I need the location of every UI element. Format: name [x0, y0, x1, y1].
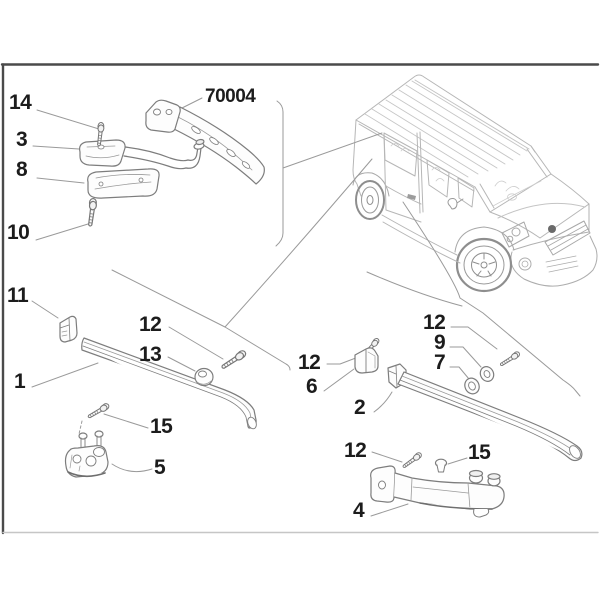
part-block-6 — [354, 347, 379, 374]
van-a-pillar — [474, 183, 495, 213]
van-locator-lines — [111, 100, 581, 397]
bolt-12a — [219, 348, 248, 372]
van-interior — [492, 180, 542, 207]
bolt-15a — [86, 401, 111, 421]
bolt-12d — [400, 451, 424, 470]
locator-line-middle — [224, 158, 373, 328]
locator-line-lower-2 — [366, 271, 463, 307]
van-bumper — [510, 235, 598, 287]
van-roof-ribs — [364, 80, 528, 178]
callout-leaders — [31, 97, 498, 517]
van-rear-edge — [352, 119, 362, 197]
van-hood — [489, 173, 590, 239]
exploded-parts — [59, 99, 583, 518]
van-roof-edge — [355, 74, 536, 153]
van-sill — [381, 214, 461, 264]
screw-15b — [434, 458, 448, 473]
van-sliding-door — [383, 131, 475, 223]
part-lower-rail-2 — [387, 363, 583, 462]
van-rear-wheel — [352, 172, 390, 220]
van-illustration — [352, 74, 598, 293]
part-plug-13 — [194, 367, 214, 387]
part-plate-8 — [87, 168, 160, 199]
bolt-12c — [498, 350, 522, 368]
locator-line-lower — [402, 201, 581, 397]
part-block-11 — [59, 315, 78, 343]
locator-line-cross — [111, 269, 291, 371]
van-badge — [548, 225, 556, 233]
van-door-handle — [407, 194, 416, 200]
part-lower-bracket-4 — [370, 465, 505, 518]
van-grille — [544, 220, 591, 256]
part-roller-bracket-5 — [64, 430, 109, 478]
locator-line-upper — [282, 132, 383, 169]
drawing-frame — [0, 63, 600, 535]
part-washer-7 — [464, 377, 480, 395]
part-washer-9 — [479, 366, 495, 382]
part-middle-rail-1 — [81, 337, 257, 430]
part-upper-bracket-3 — [79, 138, 205, 170]
van-mirror — [447, 198, 464, 210]
van-front-wheel — [454, 226, 515, 293]
bolt-10 — [85, 197, 98, 228]
part-upper-rail-70004 — [145, 99, 265, 185]
locator-bracket — [275, 100, 284, 247]
van-headlight — [501, 221, 530, 248]
